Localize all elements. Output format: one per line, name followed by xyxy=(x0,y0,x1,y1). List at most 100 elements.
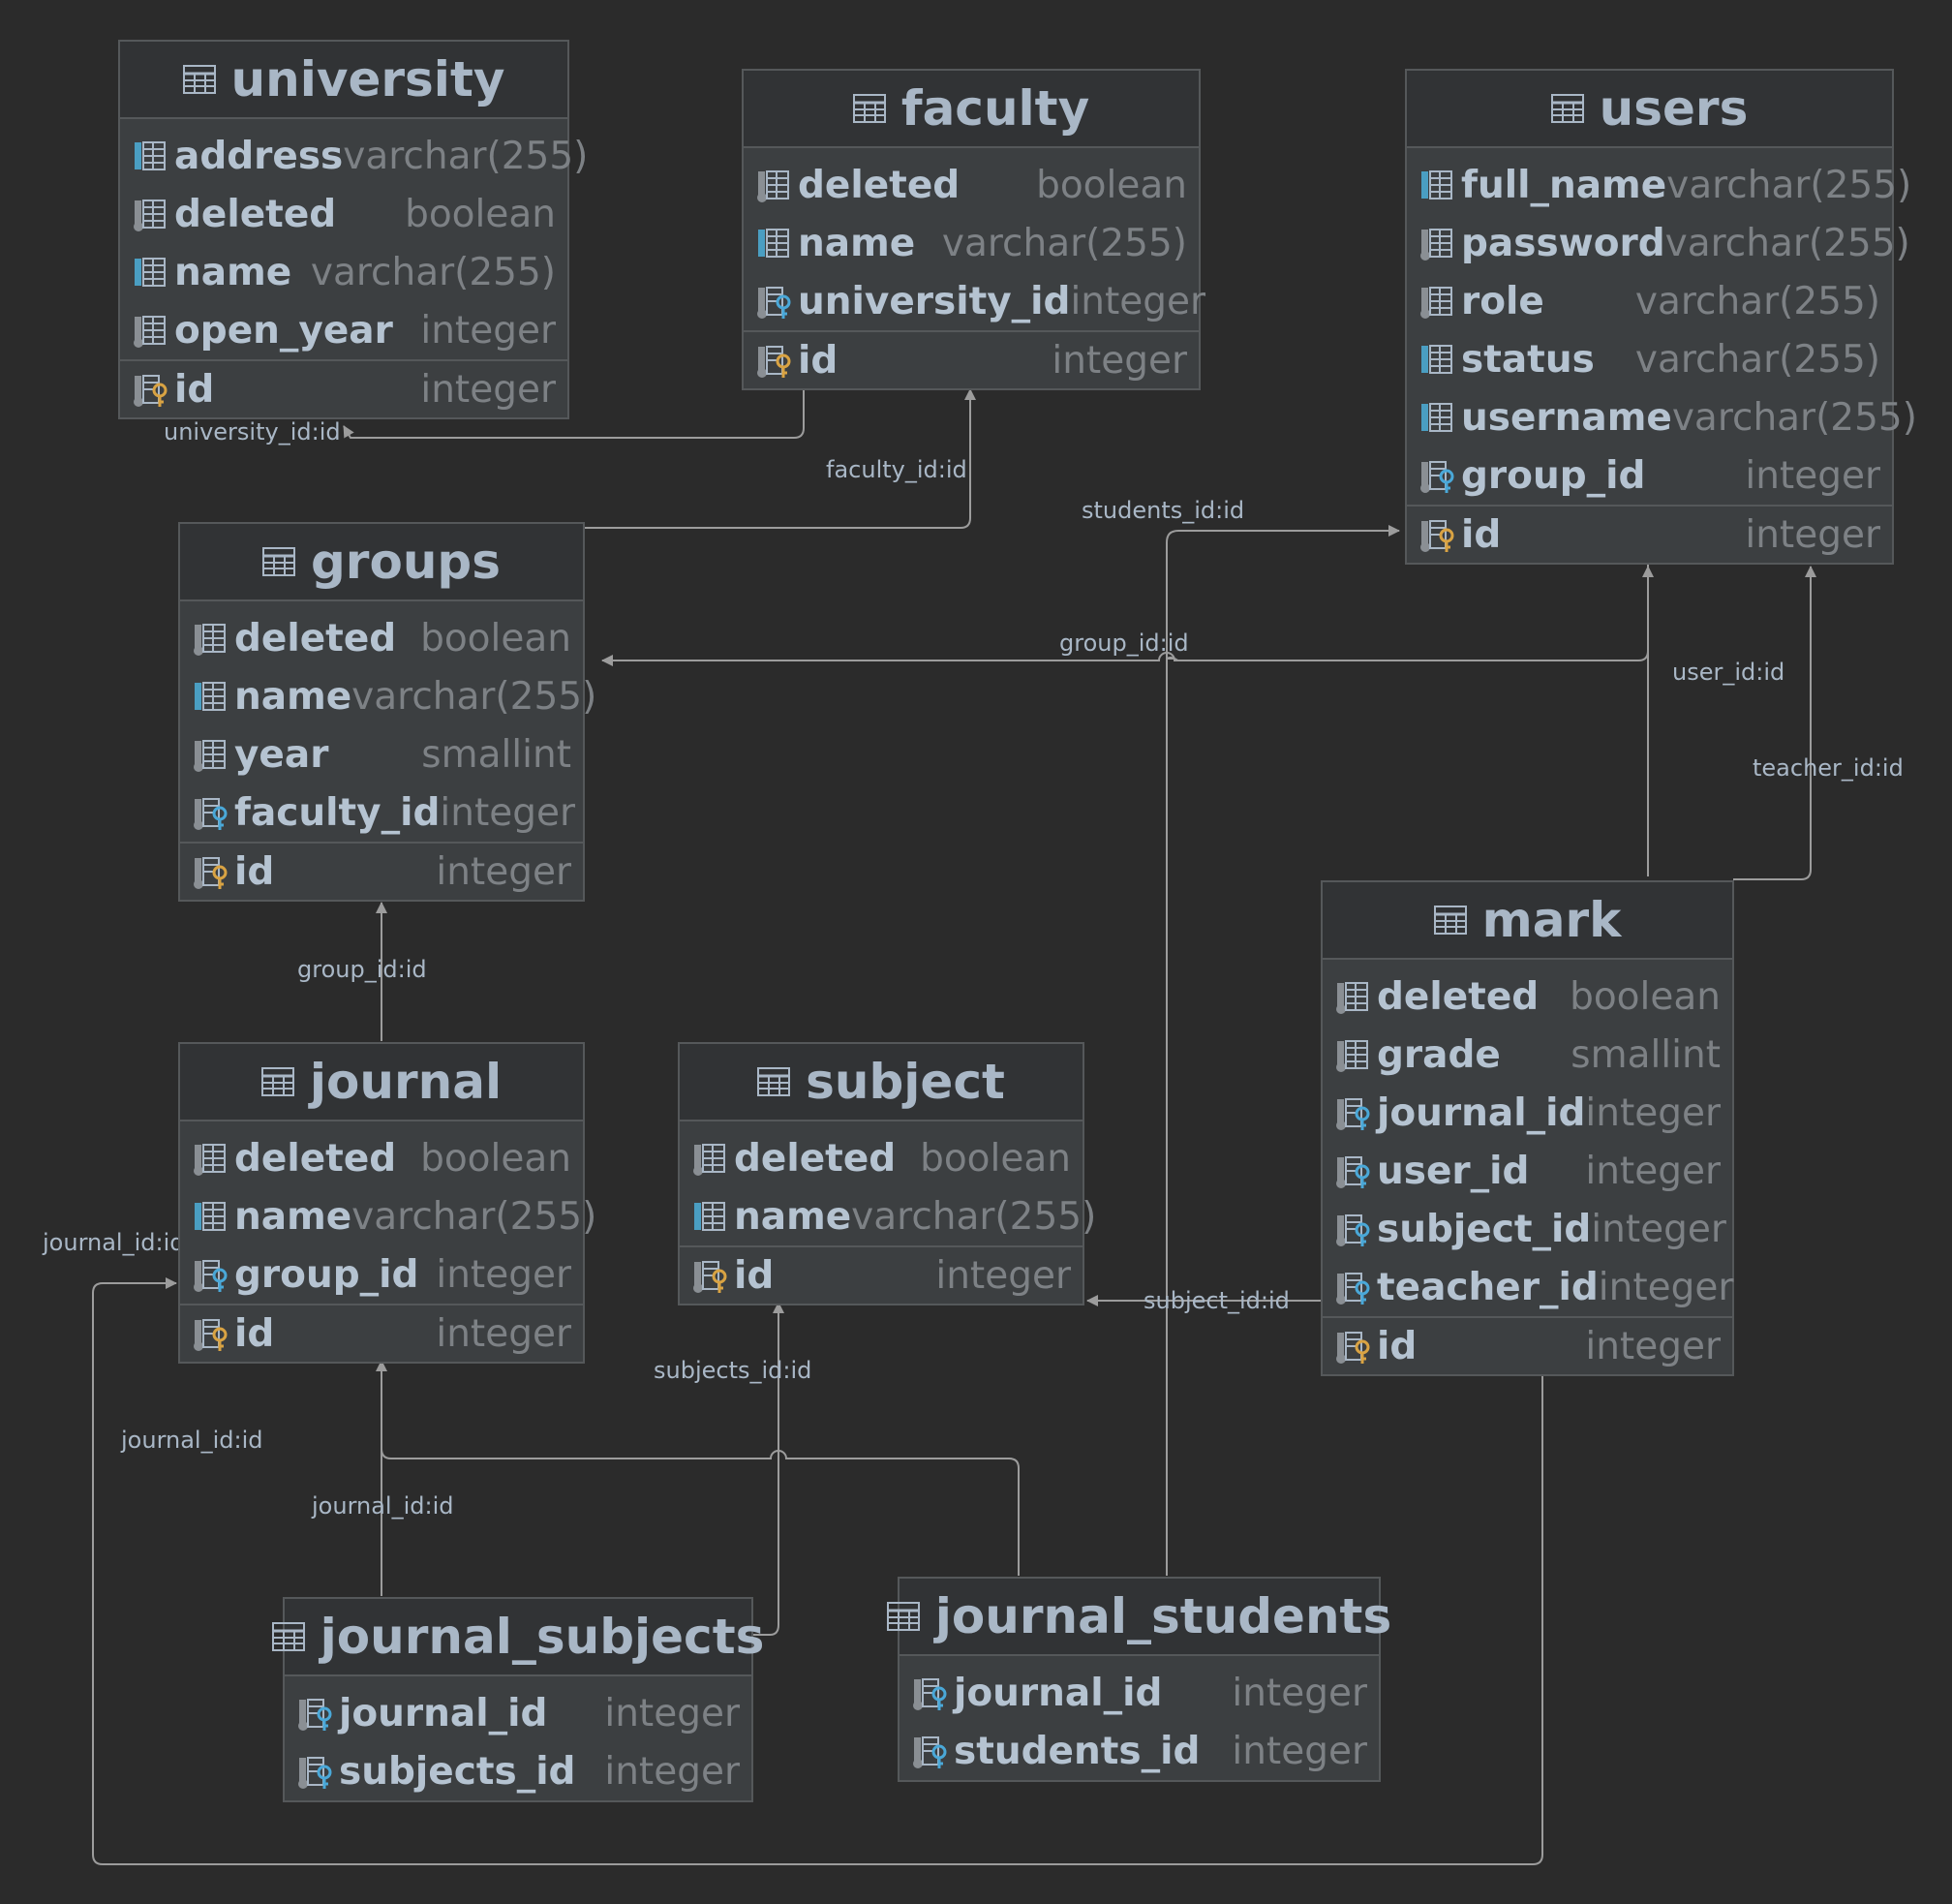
column-name: faculty_id xyxy=(234,790,441,835)
column-name: full_name xyxy=(1461,163,1667,207)
table-header[interactable]: journal_subjects xyxy=(271,1599,764,1676)
column-type: varchar(255) xyxy=(941,221,1187,265)
link-teacher-id[interactable] xyxy=(1733,566,1816,880)
column-name: id xyxy=(234,849,275,894)
column-name: subjects_id xyxy=(339,1749,576,1794)
table-header[interactable]: journal xyxy=(180,1044,583,1121)
link-journal-id-mark[interactable] xyxy=(92,1277,1543,1865)
column-name: grade xyxy=(1377,1032,1501,1077)
column-name: subject_id xyxy=(1377,1207,1592,1251)
column-type: varchar(255) xyxy=(351,1194,597,1239)
table-icon xyxy=(886,1602,920,1631)
column-name: group_id xyxy=(1461,453,1646,498)
table-header[interactable]: groups xyxy=(180,524,583,601)
label-group-id-users: group_id:id xyxy=(1059,630,1189,657)
table-header[interactable]: journal_students xyxy=(886,1579,1391,1656)
table-header[interactable]: subject xyxy=(680,1044,1083,1121)
column-name: id xyxy=(1377,1324,1418,1368)
table-title: journal_students xyxy=(934,1588,1392,1644)
column-nullable-icon xyxy=(1334,1035,1373,1074)
column-nullable-icon xyxy=(192,735,230,774)
table-header[interactable]: users xyxy=(1407,71,1892,148)
label-students-id: students_id:id xyxy=(1082,497,1245,524)
link-students-id[interactable] xyxy=(1166,525,1400,1576)
column-type: integer xyxy=(420,308,556,353)
column-icon xyxy=(755,224,794,262)
table-header[interactable]: university xyxy=(120,42,567,119)
column-nullable-icon xyxy=(691,1139,730,1178)
link-university-id[interactable] xyxy=(343,387,805,439)
label-teacher-id: teacher_id:id xyxy=(1753,754,1904,782)
table-header[interactable]: faculty xyxy=(744,71,1199,148)
column-type: integer xyxy=(436,849,571,894)
link-journal-id-students[interactable] xyxy=(376,1360,1020,1576)
column-icon xyxy=(691,1197,730,1236)
column-type: boolean xyxy=(405,192,556,236)
table-icon xyxy=(757,1067,791,1096)
table-title: users xyxy=(1599,80,1749,137)
link-faculty-id[interactable] xyxy=(585,388,976,529)
column-icon xyxy=(1418,398,1457,437)
column-name: password xyxy=(1461,221,1665,265)
column-nullable-icon xyxy=(192,619,230,658)
column-type: integer xyxy=(1052,338,1187,383)
column-icon xyxy=(192,1197,230,1236)
label-subjects-id: subjects_id:id xyxy=(654,1357,812,1384)
table-header[interactable]: mark xyxy=(1323,882,1732,960)
column-row-id[interactable]: id integer xyxy=(180,842,583,900)
column-type: integer xyxy=(1745,512,1880,557)
link-subjects-id[interactable] xyxy=(753,1302,784,1636)
table-icon xyxy=(260,1067,294,1096)
